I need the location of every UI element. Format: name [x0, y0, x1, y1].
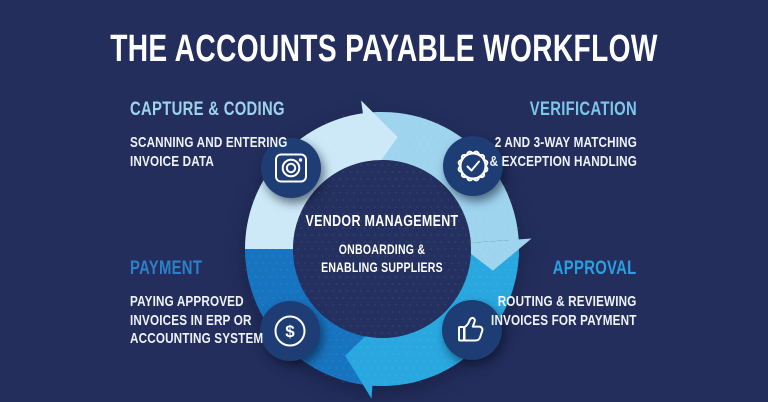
dollar-icon: $ [274, 315, 306, 347]
stage-label-approval: APPROVAL [553, 258, 637, 279]
icon-circle [260, 301, 320, 361]
stage-desc-approval: ROUTING & REVIEWING INVOICES FOR PAYMENT [492, 293, 637, 330]
payment-icon-node: $ [260, 301, 320, 361]
stage-verification: VERIFICATION 2 AND 3-WAY MATCHING & EXCE… [448, 99, 637, 171]
stage-desc-line: INVOICES IN ERP OR [130, 311, 252, 329]
stage-label-verification: VERIFICATION [529, 99, 637, 120]
badge-check-icon [457, 150, 489, 182]
stage-desc-line: 2 AND 3-WAY MATCHING [494, 134, 637, 151]
stage-desc-line: SCANNING AND ENTERING [130, 134, 288, 151]
center-subtitle-line: ENABLING SUPPLIERS [321, 260, 443, 275]
arc-verification [362, 111, 532, 271]
page-title: THE ACCOUNTS PAYABLE WORKFLOW [110, 28, 658, 70]
stage-desc-line: PAYING APPROVED [130, 293, 244, 310]
center-label-block: VENDOR MANAGEMENT ONBOARDING & ENABLING … [262, 213, 502, 277]
stage-desc-line: INVOICES FOR PAYMENT [491, 311, 637, 329]
icon-circle [442, 300, 502, 360]
stage-payment: PAYMENT PAYING APPROVED INVOICES IN ERP … [130, 258, 301, 349]
stage-desc-verification: 2 AND 3-WAY MATCHING & EXCEPTION HANDLIN… [490, 134, 637, 171]
stage-desc-line: INVOICE DATA [130, 152, 214, 170]
icon-circle [443, 136, 503, 196]
arc-approval [345, 249, 519, 399]
icon-circle [261, 138, 321, 198]
stage-desc-capture: SCANNING AND ENTERING INVOICE DATA [130, 134, 288, 171]
stage-approval: APPROVAL ROUTING & REVIEWING INVOICES FO… [450, 258, 637, 330]
dollar-glyph: $ [285, 322, 295, 341]
arc-capture [244, 100, 398, 249]
center-circle [293, 160, 471, 338]
capture-icon-node [261, 138, 321, 198]
stage-desc-line: ROUTING & REVIEWING [498, 293, 637, 310]
stage-capture: CAPTURE & CODING SCANNING AND ENTERING I… [130, 99, 332, 171]
stage-label-payment: PAYMENT [130, 258, 203, 279]
center-subtitle-line: ONBOARDING & [338, 242, 426, 257]
stage-desc-line: ACCOUNTING SYSTEM [130, 330, 264, 347]
thumbs-up-icon [458, 316, 484, 342]
stage-desc-payment: PAYING APPROVED INVOICES IN ERP OR ACCOU… [130, 293, 263, 349]
center-title: VENDOR MANAGEMENT [305, 213, 459, 230]
approval-icon-node [442, 300, 502, 360]
center-subtitle: ONBOARDING & ENABLING SUPPLIERS [288, 241, 475, 277]
verification-icon-node [443, 136, 503, 196]
camera-icon [275, 153, 307, 183]
stage-label-capture: CAPTURE & CODING [130, 99, 285, 120]
stage-desc-line: & EXCEPTION HANDLING [489, 152, 637, 170]
